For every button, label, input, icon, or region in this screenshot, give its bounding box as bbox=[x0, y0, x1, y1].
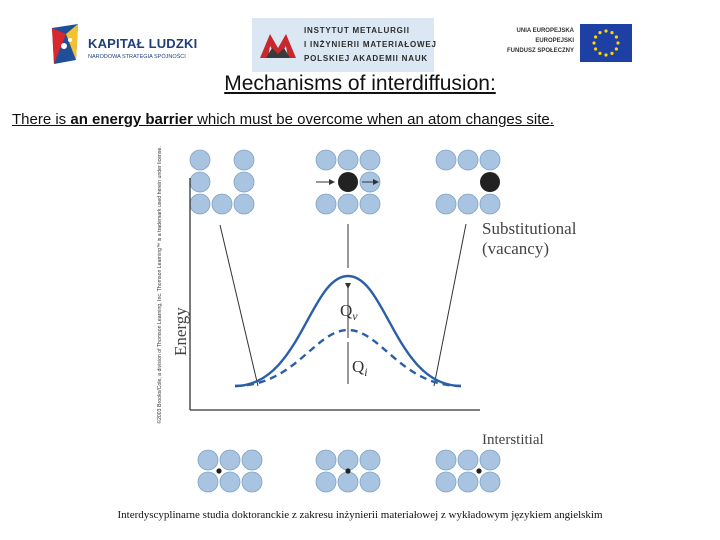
institute-line-3: POLSKIEJ AKADEMII NAUK bbox=[304, 54, 428, 63]
host-atom bbox=[338, 450, 358, 470]
host-atom bbox=[480, 472, 500, 492]
host-atom bbox=[190, 172, 210, 192]
host-atom bbox=[436, 450, 456, 470]
eu-star-icon bbox=[604, 53, 607, 56]
host-atom bbox=[198, 472, 218, 492]
qi-label: Qi bbox=[352, 357, 368, 379]
energy-barrier-diagram: Substitutional (vacancy) Interstitial En… bbox=[150, 138, 600, 510]
kapital-ludzki-title: KAPITAŁ LUDZKI bbox=[88, 36, 197, 51]
guide-line-right bbox=[434, 224, 466, 386]
host-atom bbox=[338, 150, 358, 170]
host-atom bbox=[360, 150, 380, 170]
host-atom bbox=[212, 194, 232, 214]
host-atom bbox=[360, 472, 380, 492]
host-atom bbox=[316, 150, 336, 170]
substitutional-label: Substitutional bbox=[482, 219, 577, 238]
eu-flag-icon bbox=[580, 24, 632, 62]
host-atom bbox=[436, 150, 456, 170]
footer-text: Interdyscyplinarne studia doktoranckie z… bbox=[0, 509, 720, 521]
institute-logo: INSTYTUT METALURGII I INŻYNIERII MATERIA… bbox=[252, 18, 434, 72]
host-atom bbox=[242, 472, 262, 492]
kapital-ludzki-logo: KAPITAŁ LUDZKI NARODOWA STRATEGIA SPÓJNO… bbox=[48, 20, 208, 72]
migrating-atom bbox=[338, 172, 358, 192]
intro-text-end: which must be overcome when an atom chan… bbox=[193, 111, 554, 128]
eu-line-3: FUNDUSZ SPOŁECZNY bbox=[498, 48, 574, 54]
eu-line-2: EUROPEJSKI bbox=[498, 38, 574, 44]
atom-clusters bbox=[190, 150, 500, 492]
eu-line-1: UNIA EUROPEJSKA bbox=[498, 28, 574, 34]
institute-emblem-icon bbox=[258, 28, 298, 62]
host-atom bbox=[480, 150, 500, 170]
eu-star-icon bbox=[604, 29, 607, 32]
eu-star-icon bbox=[615, 35, 618, 38]
eu-star-icon bbox=[615, 47, 618, 50]
host-atom bbox=[458, 194, 478, 214]
host-atom bbox=[198, 450, 218, 470]
eu-star-icon bbox=[594, 47, 597, 50]
host-atom bbox=[190, 150, 210, 170]
energy-axis-label: Energy bbox=[171, 307, 190, 356]
host-atom bbox=[234, 172, 254, 192]
kapital-ludzki-emblem-icon bbox=[48, 22, 84, 66]
host-atom bbox=[458, 450, 478, 470]
host-atom bbox=[234, 194, 254, 214]
host-atom bbox=[458, 150, 478, 170]
host-atom bbox=[190, 194, 210, 214]
kapital-ludzki-subtitle: NARODOWA STRATEGIA SPÓJNOŚCI bbox=[88, 54, 186, 60]
host-atom bbox=[316, 472, 336, 492]
eu-star-icon bbox=[598, 31, 601, 34]
interstitial-label: Interstitial bbox=[482, 432, 544, 448]
intro-sentence: There is an energy barrier which must be… bbox=[12, 111, 554, 128]
guide-line-left bbox=[220, 225, 258, 386]
host-atom bbox=[242, 450, 262, 470]
institute-line-1: INSTYTUT METALURGII bbox=[304, 26, 410, 35]
eu-logo: UNIA EUROPEJSKA EUROPEJSKI FUNDUSZ SPOŁE… bbox=[498, 24, 634, 64]
eu-star-icon bbox=[598, 52, 601, 55]
interstitial-atom bbox=[216, 468, 221, 473]
host-atom bbox=[316, 194, 336, 214]
qv-label: Qv bbox=[340, 301, 358, 323]
host-atom bbox=[338, 472, 358, 492]
eu-star-icon bbox=[610, 31, 613, 34]
institute-line-2: I INŻYNIERII MATERIAŁOWEJ bbox=[304, 40, 437, 49]
eu-star-icon bbox=[592, 41, 595, 44]
host-atom bbox=[436, 472, 456, 492]
host-atom bbox=[436, 194, 456, 214]
host-atom bbox=[316, 450, 336, 470]
intro-emphasis: an energy barrier bbox=[70, 111, 193, 128]
host-atom bbox=[458, 472, 478, 492]
intro-text-start: There is bbox=[12, 111, 70, 128]
host-atom bbox=[480, 450, 500, 470]
interstitial-atom bbox=[345, 468, 350, 473]
host-atom bbox=[220, 450, 240, 470]
host-atom bbox=[234, 150, 254, 170]
host-atom bbox=[360, 194, 380, 214]
eu-star-icon bbox=[594, 35, 597, 38]
migrating-atom bbox=[480, 172, 500, 192]
eu-star-icon bbox=[616, 41, 619, 44]
vacancy-label: (vacancy) bbox=[482, 239, 549, 258]
interstitial-atom bbox=[476, 468, 481, 473]
host-atom bbox=[338, 194, 358, 214]
eu-star-icon bbox=[610, 52, 613, 55]
host-atom bbox=[480, 194, 500, 214]
host-atom bbox=[220, 472, 240, 492]
page-title: Mechanisms of interdiffusion: bbox=[0, 72, 720, 96]
host-atom bbox=[360, 450, 380, 470]
